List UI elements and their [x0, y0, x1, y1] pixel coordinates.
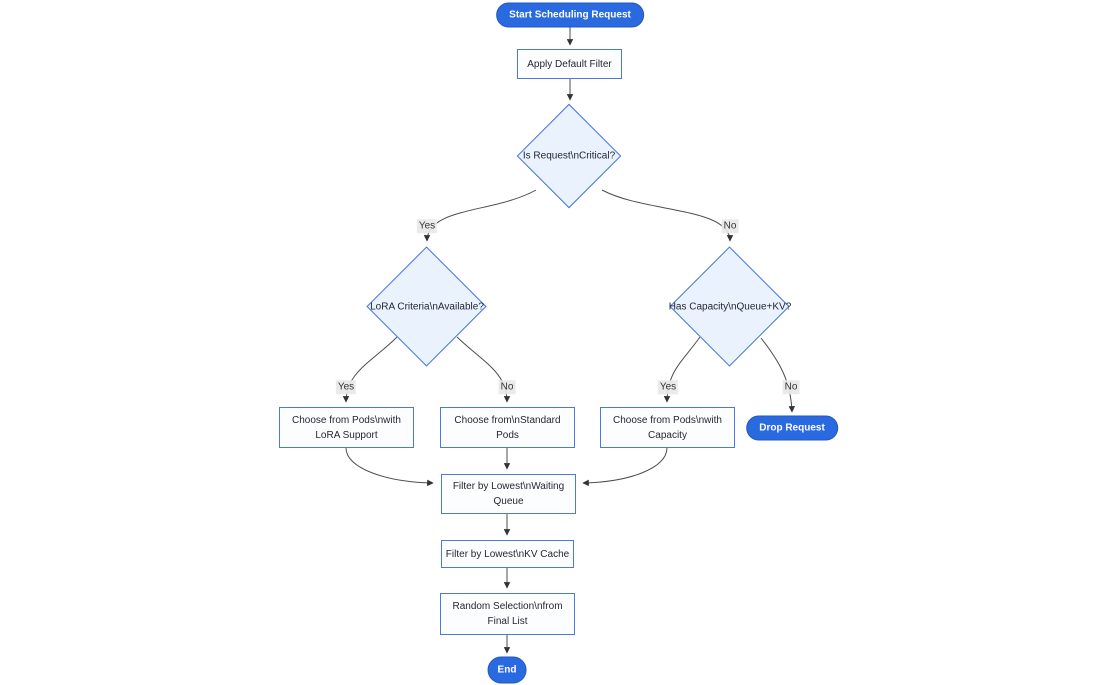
edge-critical-no-capacity [601, 189, 734, 242]
node-filter-lowest-kv-cache: Filter by Lowest\nKV Cache [441, 540, 574, 568]
node-drop-request: Drop Request [746, 415, 838, 441]
node-choose-pods-capacity: Choose from Pods\nwith Capacity [600, 407, 735, 448]
edge-critical-yes-lora [423, 189, 537, 242]
decision-lora-criteria-available: LoRA Criteria\nAvailable? [370, 301, 484, 313]
edge-label-critical-yes: Yes [416, 219, 438, 233]
node-end: End [487, 656, 527, 684]
edge-label-capacity-no: No [782, 380, 800, 394]
node-filter-lowest-waiting-queue: Filter by Lowest\nWaiting Queue [441, 474, 576, 514]
edge-capacity-no-drop [760, 337, 796, 413]
edge-label-critical-no: No [721, 219, 739, 233]
decision-has-capacity-queue-kv: Has Capacity\nQueue+KV? [668, 301, 792, 313]
edge-chooselora-filterqueue [345, 447, 434, 487]
node-choose-standard-pods: Choose from\nStandard Pods [440, 407, 575, 448]
edge-label-lora-yes: Yes [335, 380, 357, 394]
decision-is-request-critical: Is Request\nCritical? [522, 150, 616, 162]
edge-label-lora-no: No [498, 380, 516, 394]
edge-choosecapacity-filterqueue [582, 447, 668, 487]
node-start-scheduling-request: Start Scheduling Request [496, 2, 644, 28]
node-choose-pods-lora-support: Choose from Pods\nwith LoRA Support [279, 407, 414, 448]
node-apply-default-filter: Apply Default Filter [517, 49, 622, 79]
edge-label-capacity-yes: Yes [657, 380, 679, 394]
node-random-selection-final-list: Random Selection\nfrom Final List [440, 593, 575, 635]
